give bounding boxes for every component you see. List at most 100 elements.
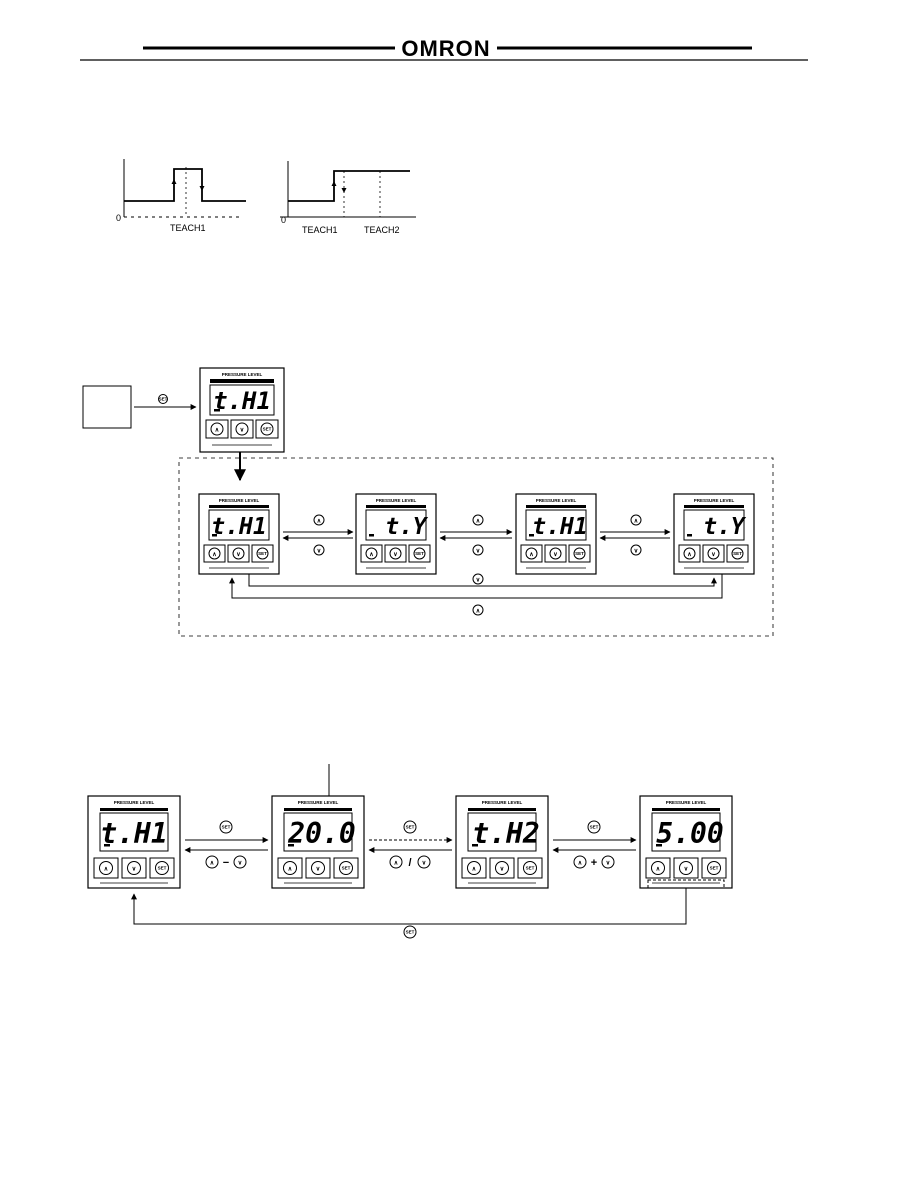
display-value: t.H1 <box>211 514 266 540</box>
up-key-icon: ∧ <box>630 514 642 526</box>
graph1-origin-label: 0 <box>116 213 121 223</box>
svg-text:∨: ∨ <box>711 552 715 558</box>
set-key-button[interactable]: SET <box>568 544 591 563</box>
svg-text:∧: ∧ <box>472 867 476 873</box>
teach-loop-frame <box>178 457 774 637</box>
svg-text:SET: SET <box>158 866 167 871</box>
svg-text:∨: ∨ <box>238 861 242 867</box>
graph1-arrow-down <box>199 186 205 191</box>
start-state-box <box>82 385 132 429</box>
display-label: PRESSURE LEVEL <box>376 498 417 503</box>
svg-text:SET: SET <box>159 397 168 402</box>
graph2-signal <box>288 170 410 202</box>
svg-text:∧: ∧ <box>104 867 108 873</box>
set-key-button[interactable]: SET <box>726 544 749 563</box>
down-key-button[interactable]: ∨ <box>305 857 331 879</box>
up-key-button[interactable]: ∧ <box>461 857 487 879</box>
svg-text:∨: ∨ <box>553 552 557 558</box>
down-key-button[interactable]: ∨ <box>702 544 725 563</box>
display-value: t.Y <box>703 514 747 540</box>
svg-text:/: / <box>408 857 411 869</box>
svg-text:∧: ∧ <box>288 867 292 873</box>
svg-text:∨: ∨ <box>476 578 480 584</box>
svg-text:∧: ∧ <box>394 861 398 867</box>
up-key-button[interactable]: ∧ <box>678 544 701 563</box>
up-key-icon: ∧ <box>472 514 484 526</box>
svg-text:∨: ∨ <box>500 867 504 873</box>
down-key-button[interactable]: ∨ <box>544 544 567 563</box>
up-key-button[interactable]: ∧ <box>645 857 671 879</box>
set-key-button[interactable]: SET <box>255 419 279 439</box>
up-key-button[interactable]: ∧ <box>360 544 383 563</box>
set-key-button[interactable]: SET <box>251 544 274 563</box>
set-key-icon: SET <box>587 820 601 834</box>
display-label: PRESSURE LEVEL <box>694 498 735 503</box>
svg-text:SET: SET <box>733 551 742 556</box>
up-or-down-keys-icon: ∧ / ∨ <box>389 855 431 869</box>
svg-text:SET: SET <box>526 866 535 871</box>
set-key-button[interactable]: SET <box>149 857 175 879</box>
down-key-button[interactable]: ∨ <box>230 419 254 439</box>
down-key-button[interactable]: ∨ <box>673 857 699 879</box>
set-key-icon: SET <box>158 394 168 404</box>
waveform-graph-1: 0 TEACH1 <box>116 159 246 233</box>
graph1-arrow-up <box>171 179 177 184</box>
display-value: t.H2 <box>472 817 539 850</box>
down-key-button[interactable]: ∨ <box>227 544 250 563</box>
svg-text:∧: ∧ <box>215 428 219 434</box>
svg-text:∨: ∨ <box>606 861 610 867</box>
display-value: t.Y <box>385 514 429 540</box>
up-plus-down-keys-icon: ∧ + ∨ <box>573 855 615 869</box>
svg-text:∨: ∨ <box>476 549 480 555</box>
graph1-signal <box>124 168 246 202</box>
arrow-state4-to-state1-wrap <box>229 574 723 599</box>
svg-text:SET: SET <box>415 551 424 556</box>
setting-state-4-display: PRESSURE LEVEL 5.00 ∧ ∨ SET <box>639 795 733 889</box>
graph2-teach2-label: TEACH2 <box>364 225 400 235</box>
set-key-button[interactable]: SET <box>408 544 431 563</box>
teach-setting-diagram: PRESSURE LEVEL t.H1 ∧ ∨ SET PRESSURE LEV… <box>87 764 733 939</box>
up-key-button[interactable]: ∧ <box>277 857 303 879</box>
up-minus-down-keys-icon: ∧ − ∨ <box>205 855 247 869</box>
graph2-arrow-down <box>341 188 347 193</box>
graph2-origin-label: 0 <box>281 215 286 225</box>
set-key-icon: SET <box>219 820 233 834</box>
set-key-button[interactable]: SET <box>333 857 359 879</box>
display-value: t.H1 <box>100 817 167 850</box>
down-key-icon: ∨ <box>313 544 325 556</box>
down-key-button[interactable]: ∨ <box>384 544 407 563</box>
svg-text:∧: ∧ <box>656 867 660 873</box>
up-key-button[interactable]: ∧ <box>93 857 119 879</box>
display-label: PRESSURE LEVEL <box>298 800 339 805</box>
graph2-teach1-label: TEACH1 <box>302 225 338 235</box>
svg-text:∨: ∨ <box>317 549 321 555</box>
display-label: PRESSURE LEVEL <box>219 498 260 503</box>
svg-text:∧: ∧ <box>634 519 638 525</box>
up-key-button[interactable]: ∧ <box>520 544 543 563</box>
svg-text:∧: ∧ <box>578 861 582 867</box>
set-key-button[interactable]: SET <box>701 857 727 879</box>
svg-text:∨: ∨ <box>634 549 638 555</box>
set-key-button[interactable]: SET <box>517 857 543 879</box>
down-key-button[interactable]: ∨ <box>121 857 147 879</box>
down-key-button[interactable]: ∨ <box>489 857 515 879</box>
svg-text:∧: ∧ <box>212 552 216 558</box>
set-key-icon: SET <box>403 820 417 834</box>
svg-text:+: + <box>591 857 597 869</box>
display-label: PRESSURE LEVEL <box>482 800 523 805</box>
down-key-icon: ∨ <box>472 544 484 556</box>
svg-text:SET: SET <box>342 866 351 871</box>
up-key-button[interactable]: ∧ <box>203 544 226 563</box>
svg-text:∧: ∧ <box>529 552 533 558</box>
svg-text:∧: ∧ <box>210 861 214 867</box>
graph2-arrow-up <box>331 181 337 186</box>
display-value: t.H1 <box>532 514 587 540</box>
svg-text:∨: ∨ <box>316 867 320 873</box>
up-key-button[interactable]: ∧ <box>205 419 229 439</box>
up-key-icon: ∧ <box>313 514 325 526</box>
up-key-icon: ∧ <box>472 604 484 616</box>
svg-text:∨: ∨ <box>422 861 426 867</box>
svg-text:∧: ∧ <box>476 519 480 525</box>
svg-text:∨: ∨ <box>684 867 688 873</box>
graph1-teach1-label: TEACH1 <box>170 223 206 233</box>
